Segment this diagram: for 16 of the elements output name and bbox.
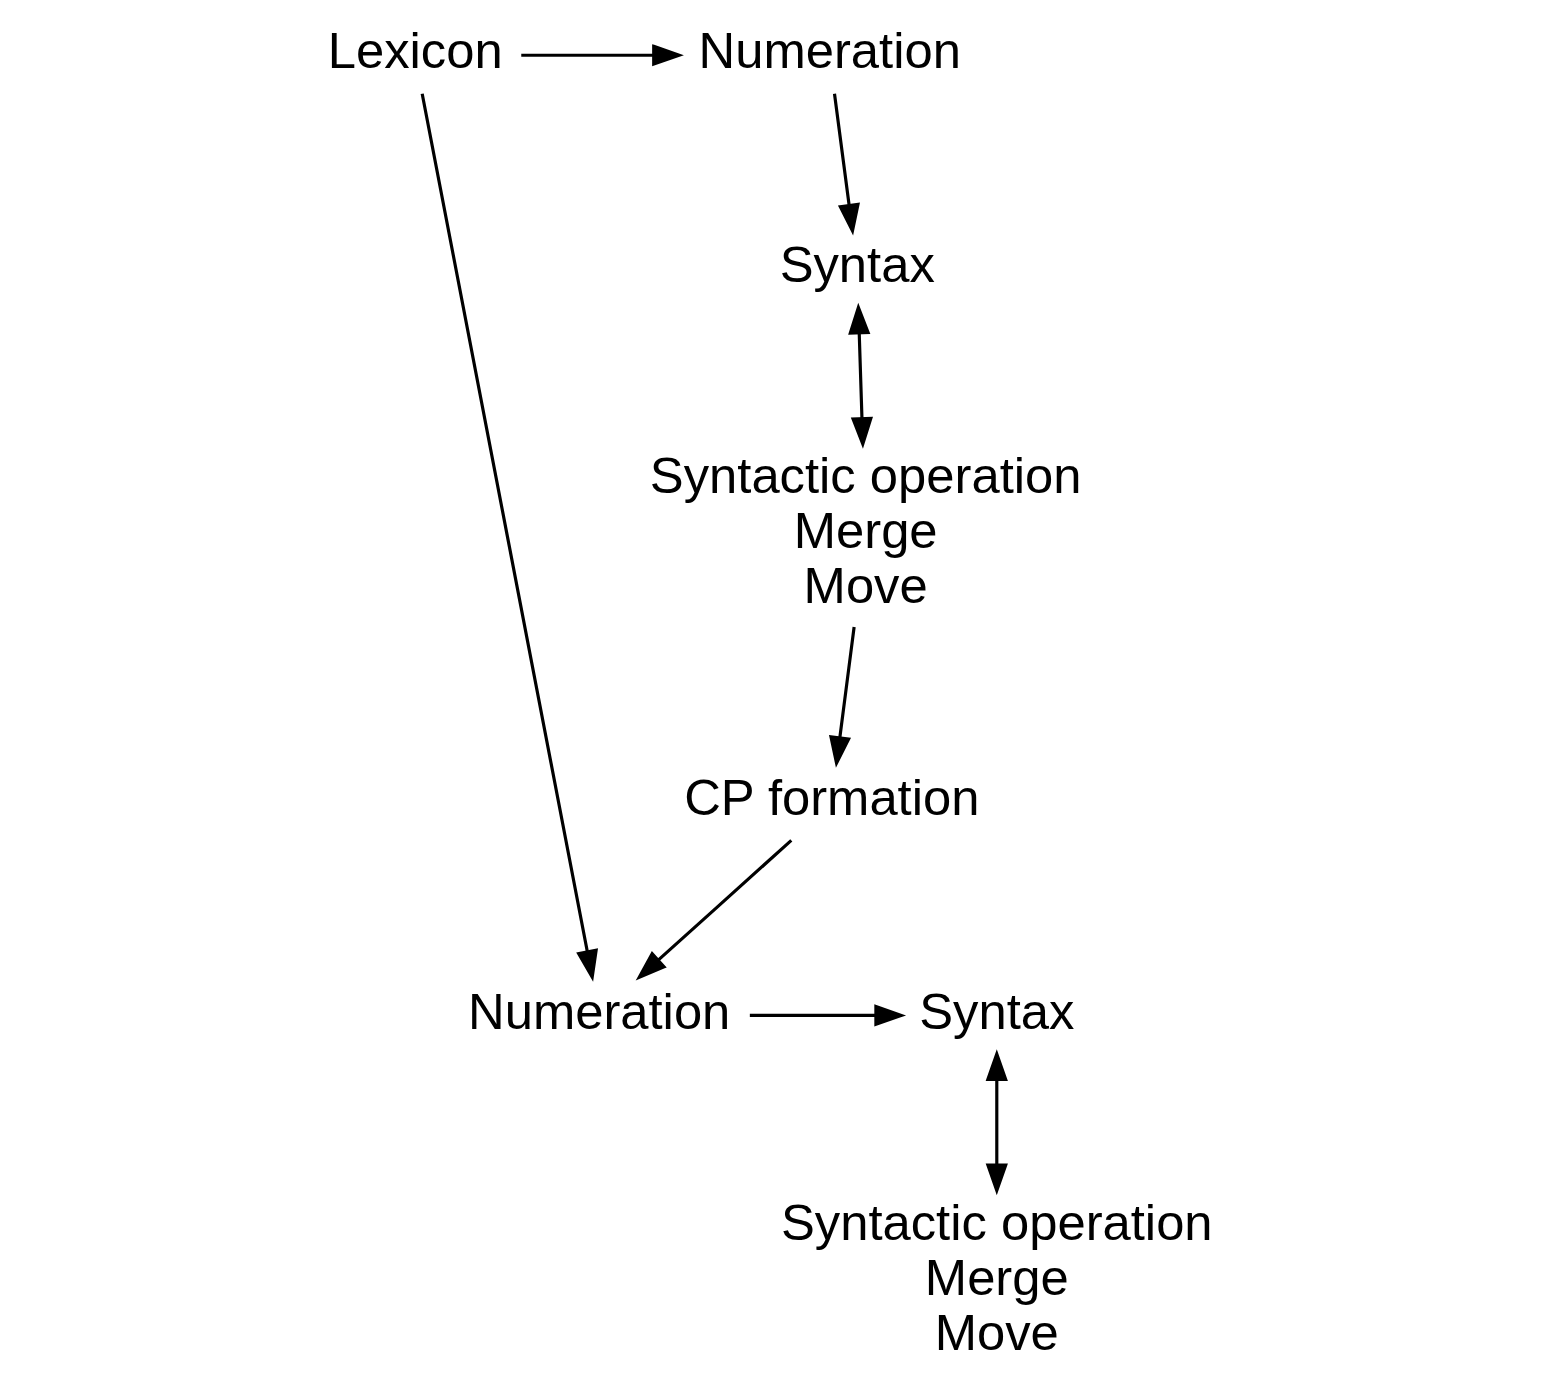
- node-text: Syntactic operation Merge Move: [780, 1194, 1213, 1361]
- arrow: [420, 93, 599, 982]
- node-text: Numeration: [468, 982, 731, 1040]
- node-text: Syntax: [779, 235, 935, 293]
- arrow: [832, 93, 860, 236]
- arrow: [749, 1004, 907, 1027]
- node-text: Numeration: [698, 22, 961, 80]
- node-text: Syntactic operation Merge Move: [649, 447, 1082, 615]
- arrow: [521, 44, 684, 67]
- arrow: [985, 1049, 1008, 1196]
- node-text: Syntax: [919, 982, 1075, 1040]
- node-text: Lexicon: [327, 22, 503, 80]
- node-text: CP formation: [684, 768, 980, 826]
- arrow: [848, 302, 874, 449]
- arrow: [635, 839, 793, 981]
- arrow: [828, 626, 856, 768]
